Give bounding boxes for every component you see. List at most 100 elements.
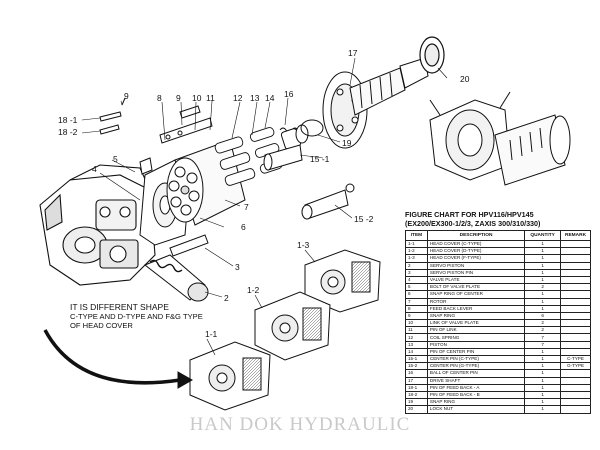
cell-item: 7 bbox=[405, 297, 428, 306]
cell-description: COIL SPRING bbox=[426, 333, 526, 342]
cell-remark bbox=[560, 239, 591, 249]
center-pin-15-1 bbox=[263, 144, 303, 171]
cell-description: SNAP RING OF CENTER bbox=[426, 290, 526, 299]
cell-description: ROTOR bbox=[426, 297, 526, 306]
cell-item: 1-1 bbox=[405, 239, 428, 249]
cell-quantity: 7 bbox=[524, 340, 562, 349]
cell-remark bbox=[560, 383, 591, 392]
cell-item: 8 bbox=[405, 304, 428, 313]
cell-quantity: 1 bbox=[524, 247, 562, 256]
cell-remark bbox=[560, 319, 591, 328]
cell-description: FEED BACK LEVER bbox=[426, 304, 526, 313]
cell-remark bbox=[560, 398, 591, 407]
cell-quantity: 1 bbox=[524, 290, 562, 299]
callout-20: 20 bbox=[460, 74, 470, 84]
cell-remark bbox=[560, 247, 591, 256]
figure-chart-title-line1: FIGURE CHART FOR HPV116/HPV145 bbox=[405, 210, 534, 219]
figure-chart-title-line2: (EX200/EX300-1/2/3, ZAXIS 300/310/330) bbox=[405, 219, 541, 228]
cell-remark bbox=[560, 268, 591, 277]
head-cover-1-2 bbox=[254, 291, 331, 361]
cell-item: 20 bbox=[405, 405, 428, 414]
cell-description: PIN OF LINK bbox=[426, 326, 526, 335]
callout-7: 7 bbox=[244, 202, 249, 212]
callout-10: 10 bbox=[192, 93, 202, 103]
cell-description: SNAP RING bbox=[426, 398, 526, 407]
callout-12: 12 bbox=[233, 93, 243, 103]
cell-remark bbox=[560, 326, 591, 335]
cell-remark bbox=[560, 340, 591, 349]
cell-item: 16 bbox=[405, 369, 428, 378]
cell-item: 13 bbox=[405, 340, 428, 349]
cell-item: 15-2 bbox=[405, 362, 428, 371]
watermark: HAN DOK HYDRAULIC bbox=[189, 414, 411, 435]
parts-table-header: ITEM DESCRIPTION QUANTITY REMARK bbox=[405, 230, 591, 241]
callout-1-1: 1-1 bbox=[205, 329, 218, 339]
cell-description: LINK OF VALVE PLATE bbox=[426, 319, 526, 328]
cell-item: 14 bbox=[405, 347, 428, 357]
cell-remark: G-TYPE bbox=[560, 362, 591, 371]
small-parts bbox=[99, 97, 213, 175]
cell-item: 15-1 bbox=[405, 354, 428, 364]
cell-item: 1-2 bbox=[405, 247, 428, 256]
drive-shaft bbox=[322, 57, 429, 149]
callout-8: 8 bbox=[157, 93, 162, 103]
cell-item: 5 bbox=[405, 283, 428, 292]
cell-quantity: 1 bbox=[524, 398, 562, 407]
cell-item: 12 bbox=[405, 333, 428, 342]
cell-item: 10 bbox=[405, 319, 428, 328]
note-line-2: C-TYPE AND D-TYPE AND F&G TYPE bbox=[70, 312, 203, 321]
cell-description: VALVE PLATE bbox=[426, 275, 526, 285]
callout-6: 6 bbox=[241, 222, 246, 232]
cell-remark bbox=[560, 347, 591, 357]
header-description: DESCRIPTION bbox=[426, 230, 526, 241]
cell-item: 18-1 bbox=[405, 383, 428, 392]
cell-item: 17 bbox=[405, 376, 428, 385]
callout-4: 4 bbox=[92, 164, 97, 174]
cell-item: 9 bbox=[405, 311, 428, 321]
shape-note-arrow bbox=[43, 329, 194, 389]
callout-14: 14 bbox=[265, 93, 275, 103]
servo-piston bbox=[144, 254, 209, 302]
cell-remark bbox=[560, 369, 591, 378]
cell-remark bbox=[560, 376, 591, 385]
center-pin-ball-ring bbox=[280, 119, 324, 150]
cell-description: LOCK NUT bbox=[426, 405, 526, 414]
cell-description: HEAD COVER (D-TYPE) bbox=[426, 247, 526, 256]
cell-description: BOLT OF VALVE PLATE bbox=[426, 283, 526, 292]
cell-item: 11 bbox=[405, 326, 428, 335]
cell-remark bbox=[560, 297, 591, 306]
callout-3: 3 bbox=[235, 262, 240, 272]
cell-remark bbox=[560, 311, 591, 321]
cell-quantity: 1 bbox=[524, 261, 562, 270]
cell-item: 18-2 bbox=[405, 390, 428, 400]
cell-quantity: 1 bbox=[524, 268, 562, 277]
cell-remark bbox=[560, 254, 591, 263]
head-cover-1-3 bbox=[304, 249, 381, 313]
header-quantity: QUANTITY bbox=[524, 230, 562, 241]
callout-5: 5 bbox=[113, 154, 118, 164]
cell-description: BALL OF CENTER PIN bbox=[426, 369, 526, 378]
cell-remark bbox=[560, 283, 591, 292]
figure-chart-title: FIGURE CHART FOR HPV116/HPV145 (EX200/EX… bbox=[405, 210, 595, 228]
cell-description: PIN OF CENTER PIN bbox=[426, 347, 526, 357]
callout-17: 17 bbox=[348, 48, 358, 58]
cell-remark bbox=[560, 333, 591, 342]
cell-remark bbox=[560, 290, 591, 299]
cell-remark bbox=[560, 261, 591, 270]
callout-13: 13 bbox=[250, 93, 260, 103]
callout-2: 2 bbox=[224, 293, 229, 303]
